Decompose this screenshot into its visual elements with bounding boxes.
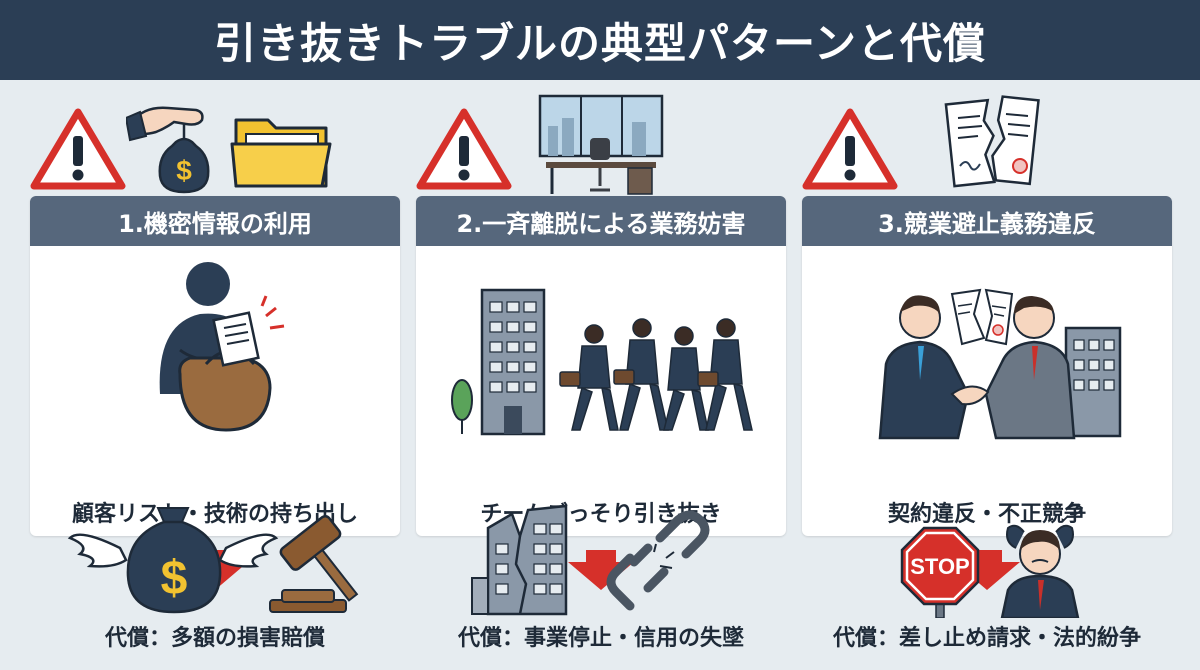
- top-icons: [802, 92, 1172, 200]
- broken-chain-icon: [606, 510, 710, 611]
- warning-icon: [30, 108, 126, 190]
- stop-sign-text: STOP: [910, 554, 970, 579]
- page-title: 引き抜きトラブルの典型パターンと代償: [214, 18, 986, 68]
- svg-text:$: $: [176, 155, 192, 186]
- pattern-card-3: 3.競業避止義務違反 契約違反・不正競争: [802, 196, 1172, 536]
- result-illustration: STOP: [900, 504, 1084, 618]
- result-illustration: $: [67, 507, 359, 614]
- pattern-column-1: $ 1.機密情報の利用 顧客リスト・技術の持ち出し: [30, 92, 400, 662]
- pattern-column-3: 3.競業避止義務違反 契約違反・不正競争: [802, 92, 1172, 662]
- card-header: 3.競業避止義務違反: [802, 196, 1172, 246]
- result-caption: 代償：多額の損害賠償: [104, 626, 325, 651]
- crumbling-building-icon: [471, 504, 568, 616]
- folder-icon: [230, 118, 332, 188]
- pattern-column-2: 2.一斉離脱による業務妨害: [416, 92, 786, 662]
- warning-icon: [416, 108, 512, 190]
- stressed-person-icon: [1000, 504, 1084, 618]
- card-header: 2.一斉離脱による業務妨害: [416, 196, 786, 246]
- pattern-card-1: 1.機密情報の利用 顧客リスト・技術の持ち出し: [30, 196, 400, 536]
- card-caption: 顧客リスト・技術の持ち出し: [71, 502, 358, 527]
- svg-text:$: $: [161, 552, 188, 605]
- title-bar: 引き抜きトラブルの典型パターンと代償: [0, 0, 1200, 80]
- handshake-torn-contract-illustration: [878, 288, 1122, 440]
- empty-office-desk-icon: [538, 94, 664, 195]
- top-icons: $: [30, 92, 400, 200]
- person-stealing-documents-illustration: [159, 262, 285, 432]
- stop-sign-icon: STOP: [900, 526, 980, 618]
- card-header: 1.機密情報の利用: [30, 196, 400, 246]
- top-icons: [416, 92, 786, 200]
- card-caption: 契約違反・不正競争: [887, 502, 1086, 527]
- down-arrow-icon: [954, 550, 1020, 590]
- warning-icon: [802, 108, 898, 190]
- winged-money-bag-icon: $: [67, 507, 279, 614]
- result-caption: 代償：事業停止・信用の失墜: [457, 626, 744, 651]
- result-illustration: [471, 504, 710, 616]
- hand-money-bag-icon: $: [126, 106, 210, 194]
- result-caption: 代償：差し止め請求・法的紛争: [832, 626, 1141, 651]
- down-arrow-icon: [568, 550, 634, 590]
- gavel-icon: [269, 514, 359, 613]
- pattern-card-2: 2.一斉離脱による業務妨害: [416, 196, 786, 536]
- team-leaving-office-illustration: [451, 288, 753, 436]
- torn-contract-icon: [944, 95, 1040, 188]
